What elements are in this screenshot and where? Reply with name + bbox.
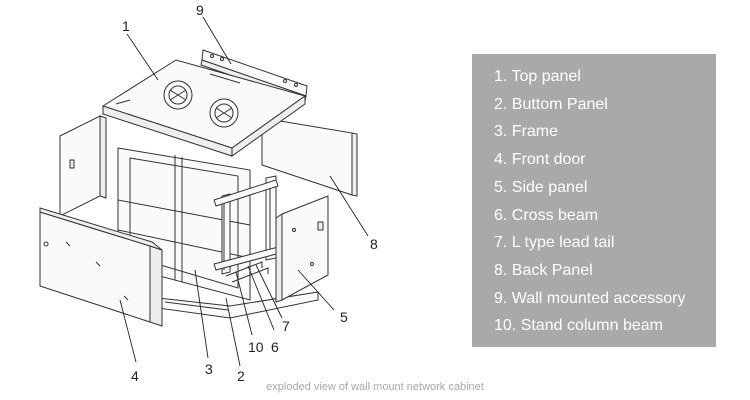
back-panel (261, 117, 358, 197)
callout-labels: 1 9 8 5 7 6 10 2 3 4 (122, 2, 378, 384)
legend-item-back-panel: 8. Back Panel (494, 261, 593, 279)
legend-list: 1. Top panel 2. Buttom Panel 3. Frame 4.… (494, 63, 716, 340)
callout-7: 7 (282, 318, 290, 334)
legend-item-l-type-lead-tail: 7. L type lead tail (494, 234, 615, 252)
callout-5: 5 (340, 309, 348, 325)
stand-column-beam (221, 175, 277, 275)
leader-lines (119, 16, 369, 367)
legend-item-bottom-panel: 2. Buttom Panel (494, 95, 608, 113)
legend-item-stand-column-beam: 10. Stand column beam (494, 317, 663, 335)
side-panel-right (275, 195, 329, 303)
top-panel (101, 59, 307, 157)
callout-9: 9 (196, 2, 204, 18)
parts-legend: 1. Top panel 2. Buttom Panel 3. Frame 4.… (472, 54, 716, 347)
front-door (39, 207, 163, 327)
legend-item-top-panel: 1. Top panel (494, 68, 581, 85)
figure-caption: exploded view of wall mount network cabi… (266, 381, 484, 393)
legend-item-frame: 3. Frame (494, 123, 559, 141)
callout-2: 2 (237, 368, 245, 384)
callout-8: 8 (370, 236, 378, 252)
legend-item-side-panel: 5. Side panel (494, 178, 588, 196)
l-type-lead-tail (225, 261, 269, 283)
callout-4: 4 (131, 368, 139, 384)
legend-item-wall-mounted-accessory: 9. Wall mounted accessory (494, 289, 686, 307)
callout-6: 6 (271, 339, 279, 355)
callout-1: 1 (122, 18, 130, 34)
callout-10: 10 (248, 339, 264, 355)
side-panel-left (59, 115, 107, 217)
cross-beam (213, 179, 285, 271)
legend-item-front-door: 4. Front door (494, 151, 586, 169)
legend-item-cross-beam: 6. Cross beam (494, 206, 599, 224)
exploded-cabinet-diagram: 1 9 8 5 7 6 10 2 3 4 (39, 2, 378, 384)
callout-3: 3 (205, 361, 213, 377)
